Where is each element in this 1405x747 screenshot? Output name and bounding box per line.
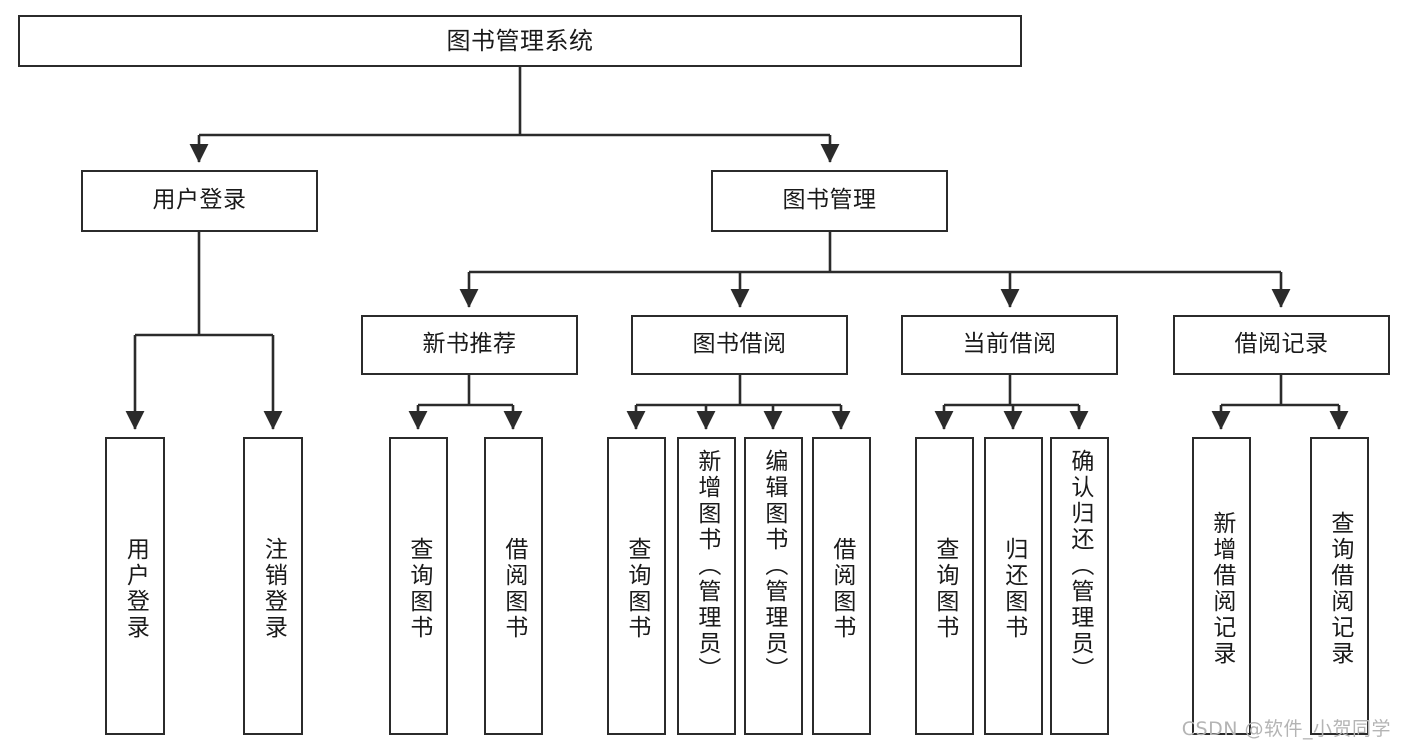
node-leaf-return-book[interactable]: 归还图书	[984, 437, 1043, 735]
node-leaf-add-book-label: 新增图书（管理员）	[693, 449, 720, 683]
vertical-text-wrap: 借阅图书	[814, 439, 869, 733]
node-book-borrow-label: 图书借阅	[692, 331, 787, 358]
node-root-label: 图书管理系统	[446, 26, 594, 55]
node-leaf-query-book-2[interactable]: 查询图书	[607, 437, 666, 735]
vertical-text-wrap: 确认归还（管理员）	[1052, 439, 1107, 733]
vertical-text-wrap: 新增图书（管理员）	[679, 439, 734, 733]
vertical-text-wrap: 新增借阅记录	[1194, 439, 1249, 733]
vertical-text-wrap: 编辑图书（管理员）	[746, 439, 801, 733]
node-leaf-user-login-label: 用户登录	[122, 537, 149, 641]
node-leaf-return-book-label: 归还图书	[1000, 537, 1027, 641]
node-leaf-logout-login-label: 注销登录	[260, 537, 287, 641]
vertical-text-wrap: 注销登录	[245, 439, 301, 733]
node-book-management[interactable]: 图书管理	[711, 170, 948, 232]
node-root-system[interactable]: 图书管理系统	[18, 15, 1022, 67]
vertical-text-wrap: 查询图书	[391, 439, 446, 733]
node-new-book-recommend-label: 新书推荐	[422, 331, 517, 358]
node-leaf-query-record[interactable]: 查询借阅记录	[1310, 437, 1369, 735]
node-leaf-query-record-label: 查询借阅记录	[1326, 511, 1353, 667]
vertical-text-wrap: 用户登录	[107, 439, 163, 733]
node-leaf-edit-book-label: 编辑图书（管理员）	[760, 449, 787, 683]
node-leaf-query-book-3[interactable]: 查询图书	[915, 437, 974, 735]
node-book-borrow[interactable]: 图书借阅	[631, 315, 848, 375]
node-leaf-borrow-book-1-label: 借阅图书	[500, 537, 527, 641]
node-leaf-borrow-book-1[interactable]: 借阅图书	[484, 437, 543, 735]
vertical-text-wrap: 借阅图书	[486, 439, 541, 733]
node-leaf-query-book-3-label: 查询图书	[931, 537, 958, 641]
node-leaf-borrow-book-2-label: 借阅图书	[828, 537, 855, 641]
vertical-text-wrap: 查询图书	[917, 439, 972, 733]
node-borrow-record-label: 借阅记录	[1234, 331, 1329, 358]
node-leaf-confirm-return-label: 确认归还（管理员）	[1066, 449, 1093, 683]
vertical-text-wrap: 归还图书	[986, 439, 1041, 733]
node-leaf-user-login[interactable]: 用户登录	[105, 437, 165, 735]
node-new-book-recommend[interactable]: 新书推荐	[361, 315, 578, 375]
node-leaf-query-book-1[interactable]: 查询图书	[389, 437, 448, 735]
node-leaf-add-record-label: 新增借阅记录	[1208, 511, 1235, 667]
node-leaf-logout-login[interactable]: 注销登录	[243, 437, 303, 735]
node-user-login-label: 用户登录	[152, 187, 247, 214]
node-leaf-confirm-return[interactable]: 确认归还（管理员）	[1050, 437, 1109, 735]
node-leaf-query-book-2-label: 查询图书	[623, 537, 650, 641]
node-leaf-add-record[interactable]: 新增借阅记录	[1192, 437, 1251, 735]
node-book-management-label: 图书管理	[782, 187, 877, 214]
node-current-borrow-label: 当前借阅	[962, 331, 1057, 358]
node-leaf-edit-book[interactable]: 编辑图书（管理员）	[744, 437, 803, 735]
vertical-text-wrap: 查询图书	[609, 439, 664, 733]
vertical-text-wrap: 查询借阅记录	[1312, 439, 1367, 733]
node-borrow-record[interactable]: 借阅记录	[1173, 315, 1390, 375]
node-leaf-add-book[interactable]: 新增图书（管理员）	[677, 437, 736, 735]
node-leaf-query-book-1-label: 查询图书	[405, 537, 432, 641]
node-current-borrow[interactable]: 当前借阅	[901, 315, 1118, 375]
node-user-login[interactable]: 用户登录	[81, 170, 318, 232]
node-leaf-borrow-book-2[interactable]: 借阅图书	[812, 437, 871, 735]
